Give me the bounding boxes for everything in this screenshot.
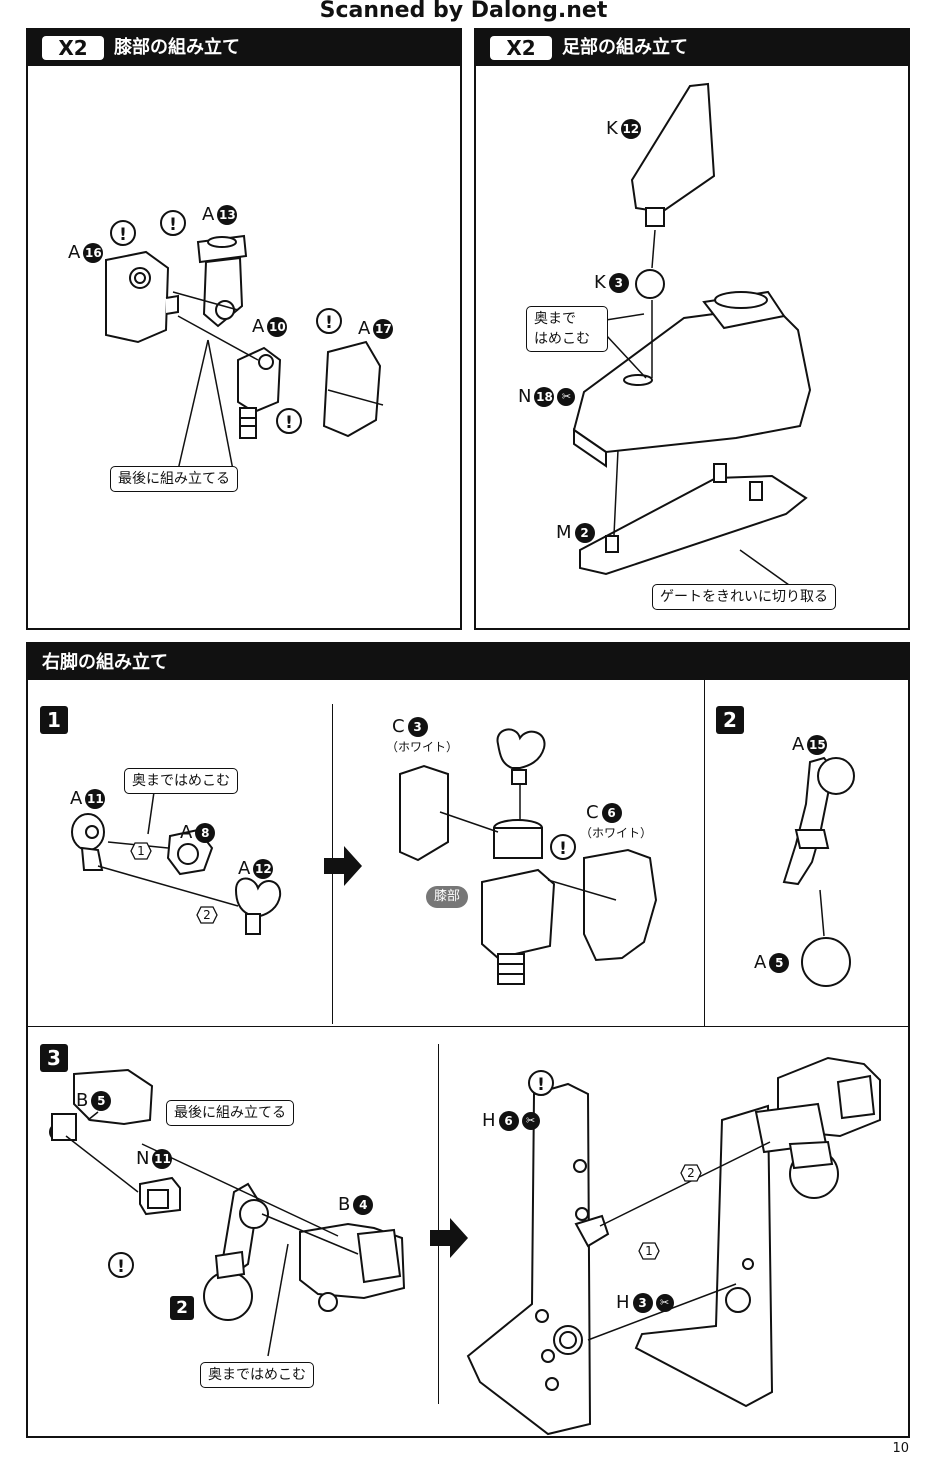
order-marker: 1 — [130, 842, 152, 860]
right-leg-title: 右脚の組み立て — [42, 652, 168, 673]
foot-panel: X2 足部の組み立て — [474, 28, 910, 630]
step3-note-press: 奥まではめこむ — [200, 1362, 314, 1388]
order-marker: 2 — [680, 1164, 702, 1182]
next-arrow-icon — [430, 1218, 468, 1258]
warning-icon: ! — [160, 210, 186, 236]
foot-multiplier: X2 — [490, 36, 552, 60]
knee-illustration — [105, 234, 384, 471]
step2-divider — [704, 680, 705, 1026]
warning-icon: ! — [276, 408, 302, 434]
foot-title: 足部の組み立て — [562, 37, 688, 58]
row-divider — [28, 1026, 908, 1027]
foot-note-gate: ゲートをきれいに切り取る — [652, 584, 836, 610]
step1-note-press: 奥まではめこむ — [124, 768, 238, 794]
step-1-number: 1 — [40, 706, 68, 734]
foot-header: X2 足部の組み立て — [476, 30, 908, 66]
right-leg-panel: 右脚の組み立て 1 — [26, 642, 910, 1438]
step3-ref-step-2: 2 — [170, 1296, 194, 1320]
page-number: 10 — [892, 1441, 909, 1456]
watermark: Scanned by Dalong.net — [319, 0, 608, 23]
knee-title: 膝部の組み立て — [114, 37, 240, 58]
knee-header: X2 膝部の組み立て — [28, 30, 460, 66]
foot-note-press: 奥まで はめこむ — [526, 306, 608, 352]
warning-icon: ! — [108, 1252, 134, 1278]
nipper-icon: ✂ — [521, 1112, 540, 1130]
warning-icon: ! — [528, 1070, 554, 1096]
nipper-icon: ✂ — [655, 1294, 674, 1312]
order-marker: 1 — [638, 1242, 660, 1260]
step3-note-last: 最後に組み立てる — [166, 1100, 294, 1126]
right-leg-illustration — [49, 728, 881, 1436]
knee-badge: 膝部 — [426, 886, 469, 908]
step1-part-c3-sub: （ホワイト） — [386, 740, 459, 754]
warning-icon: ! — [550, 834, 576, 860]
knee-note-last: 最後に組み立てる — [110, 466, 238, 492]
step1-part-c6-sub: （ホワイト） — [580, 826, 653, 840]
knee-multiplier: X2 — [42, 36, 104, 60]
right-leg-header: 右脚の組み立て — [28, 644, 908, 680]
foot-illustration — [572, 82, 812, 591]
nipper-icon: ✂ — [557, 388, 576, 406]
step3-divider — [438, 1044, 439, 1404]
order-marker: 2 — [196, 906, 218, 924]
knee-panel: X2 膝部の組み立て — [26, 28, 462, 630]
step-2-number: 2 — [716, 706, 744, 734]
warning-icon: ! — [110, 220, 136, 246]
step-3-number: 3 — [40, 1044, 68, 1072]
warning-icon: ! — [316, 308, 342, 334]
next-arrow-icon — [324, 846, 362, 886]
